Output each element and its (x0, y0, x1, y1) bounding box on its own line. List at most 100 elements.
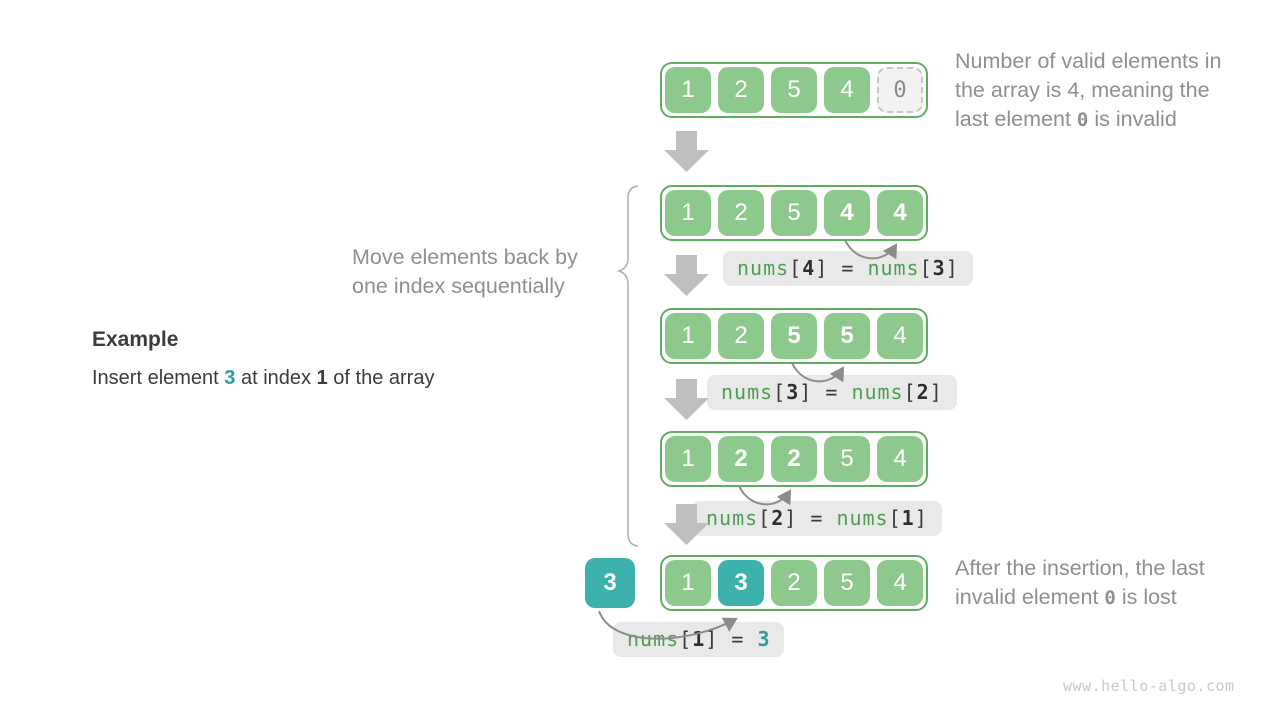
array-cell: 2 (771, 436, 817, 482)
text-segment: Insert element (92, 367, 225, 389)
text-segment: nums (706, 506, 759, 530)
text-segment: at index (235, 367, 317, 389)
array-cell: 5 (771, 190, 817, 236)
text-segment: nums (851, 380, 904, 404)
note-line: one index sequentially (352, 272, 578, 301)
array-cell: 4 (824, 190, 870, 236)
text-segment: 3 (786, 380, 800, 404)
text-segment: of the array (327, 367, 435, 389)
array-cell: 4 (877, 560, 923, 606)
note-line: After the insertion, the last (955, 554, 1205, 583)
text-segment: [ (888, 506, 902, 530)
text-segment: Number of valid elements in (955, 49, 1222, 73)
text-segment: invalid element (955, 585, 1105, 609)
text-segment: ] (815, 256, 829, 280)
text-segment: is invalid (1088, 107, 1177, 131)
array-cell: 4 (877, 436, 923, 482)
array-cell: 4 (824, 67, 870, 113)
example-description: Insert element 3 at index 1 of the array (92, 367, 434, 390)
array-cell: 1 (665, 436, 711, 482)
text-segment: = (797, 506, 837, 530)
down-arrow-icon (664, 504, 709, 545)
array-cell: 1 (665, 560, 711, 606)
note-line: Number of valid elements in (955, 47, 1221, 76)
text-segment: 3 (224, 367, 236, 389)
text-segment: nums (867, 256, 920, 280)
note-line: last element 0 is invalid (955, 105, 1221, 135)
array-cell: 5 (824, 560, 870, 606)
text-segment: nums (627, 627, 680, 651)
array-cell: 2 (718, 190, 764, 236)
array-cell: 0 (877, 67, 923, 113)
text-segment: Move elements back by (352, 245, 578, 269)
note-line: invalid element 0 is lost (955, 583, 1205, 613)
text-segment: the array is 4, meaning the (955, 78, 1210, 102)
text-segment: 4 (802, 256, 816, 280)
text-segment: [ (789, 256, 803, 280)
text-segment: 0 (1104, 587, 1116, 609)
code-label-step3: nums[2] = nums[1] (692, 501, 942, 536)
watermark: www.hello-algo.com (1063, 677, 1235, 695)
array-cell: 5 (771, 313, 817, 359)
text-segment: one index sequentially (352, 274, 565, 298)
text-segment: nums (737, 256, 790, 280)
text-segment: = (718, 627, 758, 651)
text-segment: [ (903, 380, 917, 404)
text-segment: ] (784, 506, 798, 530)
text-segment: 1 (692, 627, 706, 651)
array-cell: 1 (665, 190, 711, 236)
note-line: Move elements back by (352, 243, 578, 272)
text-segment: 2 (916, 380, 930, 404)
down-arrow-icon (664, 131, 709, 172)
note-invalid-element: Number of valid elements in the array is… (955, 47, 1221, 135)
text-segment: [ (773, 380, 787, 404)
note-after-insertion: After the insertion, the last invalid el… (955, 554, 1205, 613)
text-segment: nums (721, 380, 774, 404)
text-segment: 3 (932, 256, 946, 280)
brace (616, 185, 639, 547)
text-segment: 1 (316, 367, 328, 389)
text-segment: is lost (1115, 585, 1177, 609)
array-cell: 3 (718, 560, 764, 606)
array-cell: 2 (718, 313, 764, 359)
code-label-step2: nums[3] = nums[2] (707, 375, 957, 410)
text-segment: = (828, 256, 868, 280)
text-segment: last element (955, 107, 1077, 131)
array-cell: 2 (718, 67, 764, 113)
array-cell: 5 (824, 436, 870, 482)
array-cell: 2 (771, 560, 817, 606)
array-cell: 2 (718, 436, 764, 482)
down-arrow-icon (664, 255, 709, 296)
text-segment: ] (799, 380, 813, 404)
text-segment: ] (945, 256, 959, 280)
example-heading: Example (92, 328, 179, 351)
text-segment: ] (705, 627, 719, 651)
text-segment: = (812, 380, 852, 404)
text-segment: [ (679, 627, 693, 651)
text-segment: [ (758, 506, 772, 530)
text-segment: 2 (771, 506, 785, 530)
note-line: the array is 4, meaning the (955, 76, 1221, 105)
text-segment: 0 (1076, 109, 1089, 131)
code-label-step1: nums[4] = nums[3] (723, 251, 973, 286)
down-arrow-icon (664, 379, 709, 420)
text-segment: After the insertion, the last (955, 556, 1205, 580)
array-cell: 1 (665, 313, 711, 359)
array-cell: 4 (877, 190, 923, 236)
code-label-insert: nums[1] = 3 (613, 622, 785, 657)
note-move-elements: Move elements back by one index sequenti… (352, 243, 578, 301)
array-cell: 5 (771, 67, 817, 113)
inserted-element-box: 3 (585, 558, 635, 608)
text-segment: 3 (757, 627, 771, 651)
array-cell: 4 (877, 313, 923, 359)
text-segment: 1 (901, 506, 915, 530)
text-segment: ] (929, 380, 943, 404)
text-segment: ] (914, 506, 928, 530)
array-cell: 5 (824, 313, 870, 359)
